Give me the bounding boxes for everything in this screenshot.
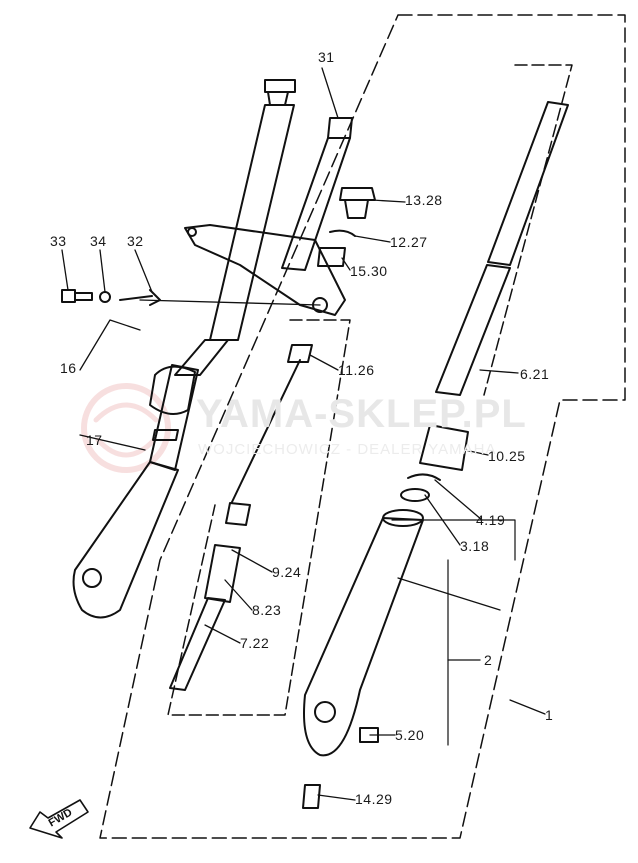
- cap-bolt: [339, 187, 376, 219]
- damper-rod: [169, 344, 313, 691]
- part-label-1: 1: [545, 707, 554, 723]
- part-label-17: 17: [86, 432, 103, 448]
- watermark-logo-icon: [81, 383, 171, 473]
- part-label-33: 33: [50, 233, 67, 249]
- part-label-7-22: 7.22: [240, 635, 270, 651]
- o-ring-12-27: [329, 229, 356, 237]
- assembly-outline: [99, 14, 626, 839]
- spacer-15-30: [317, 247, 346, 267]
- part-label-3-18: 3.18: [460, 538, 490, 554]
- part-label-32: 32: [127, 233, 144, 249]
- part-label-16: 16: [60, 360, 77, 376]
- part-label-11-26: 11.26: [338, 362, 375, 378]
- part-label-4-19: 4.19: [476, 512, 506, 528]
- watermark-subtitle: WOJCIECHOWICZ - DEALER YAMAHA: [198, 441, 497, 458]
- left-fork-assembly: [72, 79, 296, 619]
- washer-3-18: [400, 488, 430, 502]
- fwd-arrow-icon: [29, 799, 89, 839]
- part-label-13-28: 13.28: [405, 192, 443, 208]
- oil-seal-10-25: [419, 424, 469, 471]
- part-label-15-30: 15.30: [350, 263, 388, 279]
- part-label-12-27: 12.27: [390, 234, 428, 250]
- part-label-8-23: 8.23: [252, 602, 282, 618]
- watermark-title: YAMA-SKLEP.PL: [196, 392, 527, 436]
- bolt-set: [61, 289, 161, 306]
- right-fork-spring: [435, 101, 569, 396]
- circlip-4-19: [407, 473, 441, 481]
- bolt-14-29: [302, 784, 321, 809]
- part-label-6-21: 6.21: [520, 366, 550, 382]
- leader-lines: [61, 67, 546, 801]
- part-label-10-25: 10.25: [488, 448, 526, 464]
- part-label-9-24: 9.24: [272, 564, 302, 580]
- part-label-2: 2: [484, 652, 493, 668]
- part-label-14-29: 14.29: [355, 791, 393, 807]
- triple-clamp: [184, 117, 353, 316]
- part-label-34: 34: [90, 233, 107, 249]
- damper-outline: [167, 319, 351, 716]
- bracket-3-18: [391, 519, 516, 561]
- spring-outline: [483, 64, 573, 396]
- part-label-31: 31: [318, 49, 335, 65]
- part-label-5-20: 5.20: [395, 727, 425, 743]
- drain-bolt-5-20: [359, 727, 379, 743]
- outer-tube: [303, 509, 424, 757]
